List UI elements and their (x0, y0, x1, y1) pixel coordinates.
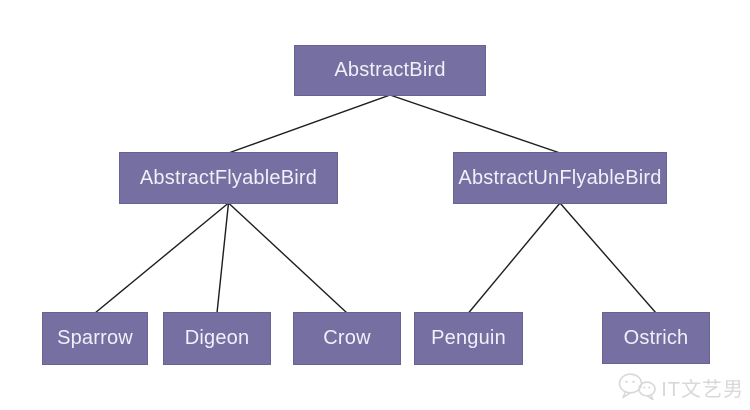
node-penguin: Penguin (414, 312, 523, 365)
node-digeon: Digeon (163, 312, 271, 365)
node-abstract-bird: AbstractBird (294, 45, 486, 96)
wechat-chat-bubbles-icon (618, 373, 657, 401)
node-abstract-unflyable-bird: AbstractUnFlyableBird (453, 152, 667, 204)
watermark: IT文艺男 (617, 372, 744, 402)
node-ostrich: Ostrich (602, 312, 710, 364)
node-sparrow: Sparrow (42, 312, 148, 365)
node-crow: Crow (293, 312, 401, 365)
watermark-text: IT文艺男 (661, 378, 744, 401)
node-abstract-flyable-bird: AbstractFlyableBird (119, 152, 338, 204)
